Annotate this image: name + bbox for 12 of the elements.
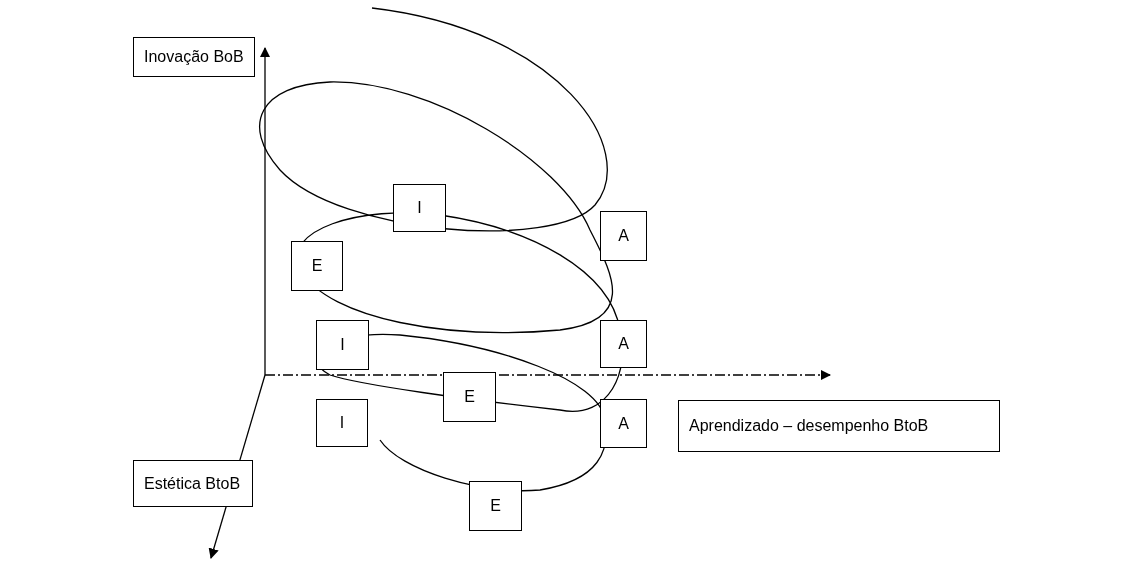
axis-label: Inovação BoB [133,37,255,77]
stage-label: E [291,241,343,291]
axis-label: Estética BtoB [133,460,253,507]
stage-label: A [600,211,647,261]
stage-label: E [443,372,496,422]
stage-label: A [600,399,647,448]
stage-label: E [469,481,522,531]
stage-label: A [600,320,647,368]
axis-label: Aprendizado – desempenho BtoB [678,400,1000,452]
stage-label: I [316,320,369,370]
stage-label: I [316,399,368,447]
stage-label: I [393,184,446,232]
